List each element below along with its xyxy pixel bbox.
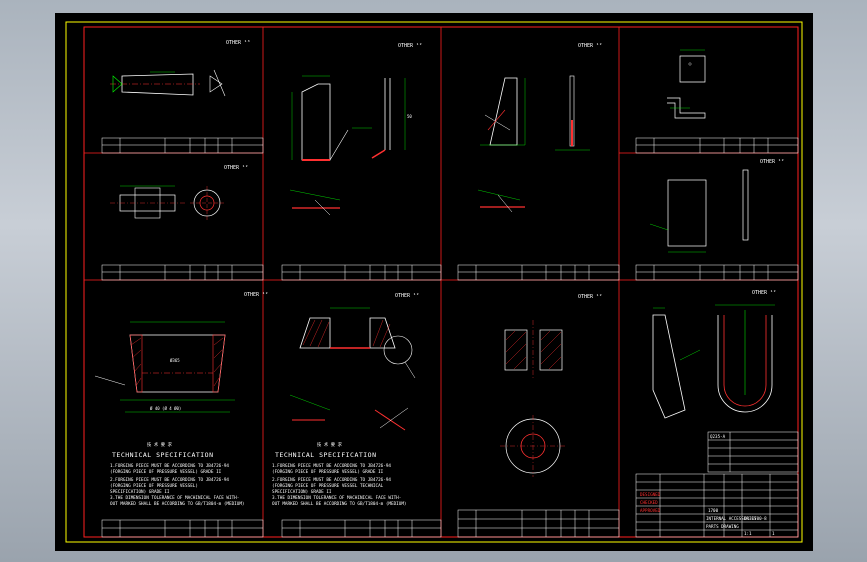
sheet-1: OTHER ¹³ [110, 40, 250, 97]
sheet-6-label: OTHER ¹² [760, 159, 784, 165]
sheet-7-title-strip [101, 519, 264, 538]
sheet-5: OTHER ¹² [110, 165, 248, 220]
sheet-4 [667, 49, 706, 119]
sheet-10: OTHER ¹² [652, 290, 776, 419]
dim-bottom: Ø 40 (Ø 4 Ø0) [150, 406, 181, 411]
spec-left-line-1: 1.FORGING PIECE MUST BE ACCORDING TO JB4… [110, 463, 229, 469]
spec-left-line-7: OUT MARKED SHALL BE ACCORDING TO GB/T180… [110, 501, 245, 507]
tb-material: Q235-A [710, 434, 726, 439]
sheet-7: OTHER ¹² Ø365 Ø 40 (Ø 4 Ø0) [94, 292, 268, 413]
sheet-5-label: OTHER ¹² [224, 165, 248, 171]
spec-left-line-3: 2.FORGING PIECE MUST BE ACCORDING TO JB4… [110, 477, 229, 483]
spec-right-line-1: 1.FORGING PIECE MUST BE ACCORDING TO JB4… [272, 463, 391, 469]
tb-approve: APPROVED [640, 508, 661, 513]
sheet-6-title-strip [635, 264, 799, 281]
spec-right: 技 术 要 求 TECHNICAL SPECIFICATION 1.FORGIN… [272, 441, 407, 507]
sheet-4-title-strip [635, 137, 799, 154]
sheet-8-label: OTHER ¹² [395, 293, 419, 299]
spec-right-line-7: OUT MARKED SHALL BE ACCORDING TO GB/T180… [272, 501, 407, 507]
dim-phi: Ø365 [170, 358, 180, 363]
spec-left-line-2: (FORGING PIECE OF PRESSURE VESSEL) GRADE… [110, 469, 222, 475]
sheet-3-label: OTHER ¹² [578, 43, 602, 49]
spec-right-line-5: SPECIFICATION) GRADE II [272, 489, 332, 495]
sheet-9-label: OTHER ¹² [578, 294, 602, 300]
spec-right-line-3: 2.FORGING PIECE MUST BE ACCORDING TO JB4… [272, 477, 391, 483]
spec-right-line-4: (FORGING PIECE OF PRESSURE VESSEL TECHNI… [272, 483, 384, 489]
sheet-8: OTHER ¹² [289, 293, 419, 431]
main-title-block-text: Q235-A DESIGNED CHECKED APPROVED 1700 IN… [640, 434, 775, 536]
spec-right-heading: TECHNICAL SPECIFICATION [275, 451, 377, 459]
sheet-dividers [84, 27, 798, 537]
tb-scale: 1:1 [744, 531, 752, 536]
sheet-1-label: OTHER ¹³ [226, 40, 250, 46]
spec-right-heading-cn: 技 术 要 求 [317, 441, 343, 448]
spec-left-line-6: 3.THE DIMENSION TOLERANCE OF MACHINICAL … [110, 495, 239, 501]
sheet-2-title-strip [281, 264, 442, 281]
main-title-block [635, 431, 799, 538]
dim-50: 50 [407, 114, 412, 119]
sheet-9-title-strip [457, 509, 620, 538]
drawing-sheet-background [55, 13, 813, 551]
tb-name-1: INTERNAL ACCESSORIES [706, 516, 757, 521]
spec-left-line-5: SPECIFICATION) GRADE II [110, 489, 170, 495]
tb-drawing-no: D4-1700-8 [744, 516, 767, 521]
tb-name-2: PARTS DRAWING [706, 524, 739, 529]
spec-left-line-4: (FORGING PIECE OF PRESSURE VESSEL) [110, 483, 198, 489]
sheet-6: OTHER ¹² [649, 159, 784, 253]
spec-right-line-2: (FORGING PIECE OF PRESSURE VESSEL) GRADE… [272, 469, 384, 475]
outer-border [65, 21, 803, 543]
spec-right-line-6: 3.THE DIMENSION TOLERANCE OF MACHINICAL … [272, 495, 401, 501]
sheet-7-label: OTHER ¹² [244, 292, 268, 298]
spec-left: 技 术 要 求 TECHNICAL SPECIFICATION 1.FORGIN… [110, 441, 245, 507]
sheet-1-title-strip [101, 137, 264, 154]
tb-project: 1700 [708, 508, 719, 513]
sheet-10-label: OTHER ¹² [752, 290, 776, 296]
sheet-9: OTHER ¹² [500, 294, 602, 477]
sheet-3-title-strip [457, 264, 620, 281]
spec-left-heading: TECHNICAL SPECIFICATION [112, 451, 214, 459]
tb-sheet: 1 [772, 531, 775, 536]
sheet-2-label: OTHER ¹² [398, 43, 422, 49]
tb-design: DESIGNED [640, 492, 661, 497]
sheet-2: OTHER ¹² 50 [289, 43, 422, 216]
tb-check: CHECKED [640, 500, 658, 505]
sheet-3: OTHER ¹² [477, 43, 602, 213]
sheet-8-title-strip [281, 519, 442, 538]
sheet-5-title-strip [101, 264, 264, 281]
spec-left-heading-cn: 技 术 要 求 [147, 441, 173, 448]
